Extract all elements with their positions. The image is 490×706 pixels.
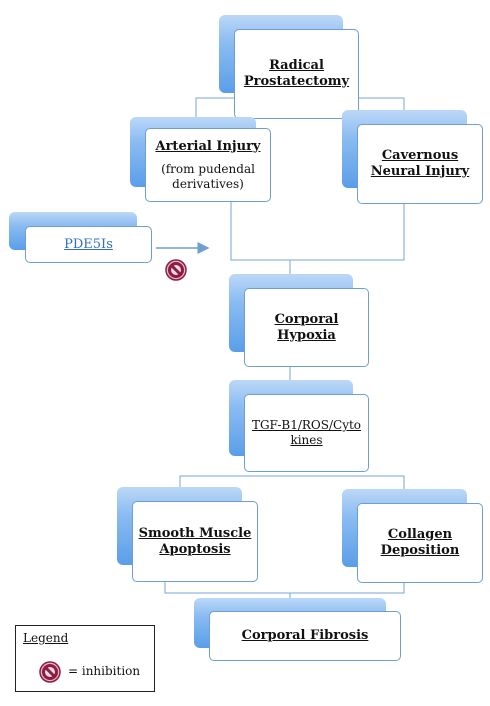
node-radical-prostatectomy: Radical Prostatectomy xyxy=(219,15,359,119)
legend-title: Legend xyxy=(23,631,69,645)
legend: Legend = inhibition xyxy=(15,625,155,692)
node-card: Arterial Injury (from pudendal derivativ… xyxy=(145,128,271,202)
node-corporal-hypoxia: Corporal Hypoxia xyxy=(229,274,369,367)
node-label: Arterial Injury xyxy=(155,138,261,154)
node-corporal-fibrosis: Corporal Fibrosis xyxy=(194,598,401,661)
connector-arterial-down xyxy=(230,201,405,261)
node-label: TGF-B1/ROS/Cytokines xyxy=(251,418,362,447)
inhibition-icon xyxy=(165,259,187,281)
node-smooth-muscle-apoptosis: Smooth Muscle Apoptosis xyxy=(117,487,258,582)
inhibition-icon xyxy=(39,661,61,683)
node-card: Collagen Deposition xyxy=(357,503,483,583)
node-arterial-injury: Arterial Injury (from pudendal derivativ… xyxy=(130,117,272,202)
node-card: PDE5Is xyxy=(25,226,152,263)
node-cavernous-neural-injury: Cavernous Neural Injury xyxy=(342,110,483,204)
legend-inhibition-label: = inhibition xyxy=(68,664,141,678)
node-card: Smooth Muscle Apoptosis xyxy=(132,501,258,582)
node-label: Corporal Fibrosis xyxy=(241,628,369,643)
node-card: Corporal Fibrosis xyxy=(209,611,401,661)
node-card: Radical Prostatectomy xyxy=(234,29,359,119)
node-pde5is: PDE5Is xyxy=(9,212,152,263)
node-label: Corporal Hypoxia xyxy=(274,311,339,343)
node-tgf-b1: TGF-B1/ROS/Cytokines xyxy=(229,380,369,472)
node-sublabel: (from pudendal derivatives) xyxy=(161,161,255,191)
node-collagen-deposition: Collagen Deposition xyxy=(342,489,483,583)
node-card: Cavernous Neural Injury xyxy=(357,124,483,204)
connector-sm-down xyxy=(164,581,291,599)
node-card: Corporal Hypoxia xyxy=(244,288,369,367)
node-label: PDE5Is xyxy=(64,236,113,252)
node-card: TGF-B1/ROS/Cytokines xyxy=(244,394,369,472)
node-label: Cavernous Neural Injury xyxy=(370,148,470,179)
node-label: Radical Prostatectomy xyxy=(243,58,350,89)
connector-collagen-down xyxy=(290,582,405,594)
node-label: Smooth Muscle Apoptosis xyxy=(138,525,252,557)
node-label: Collagen Deposition xyxy=(380,527,460,558)
